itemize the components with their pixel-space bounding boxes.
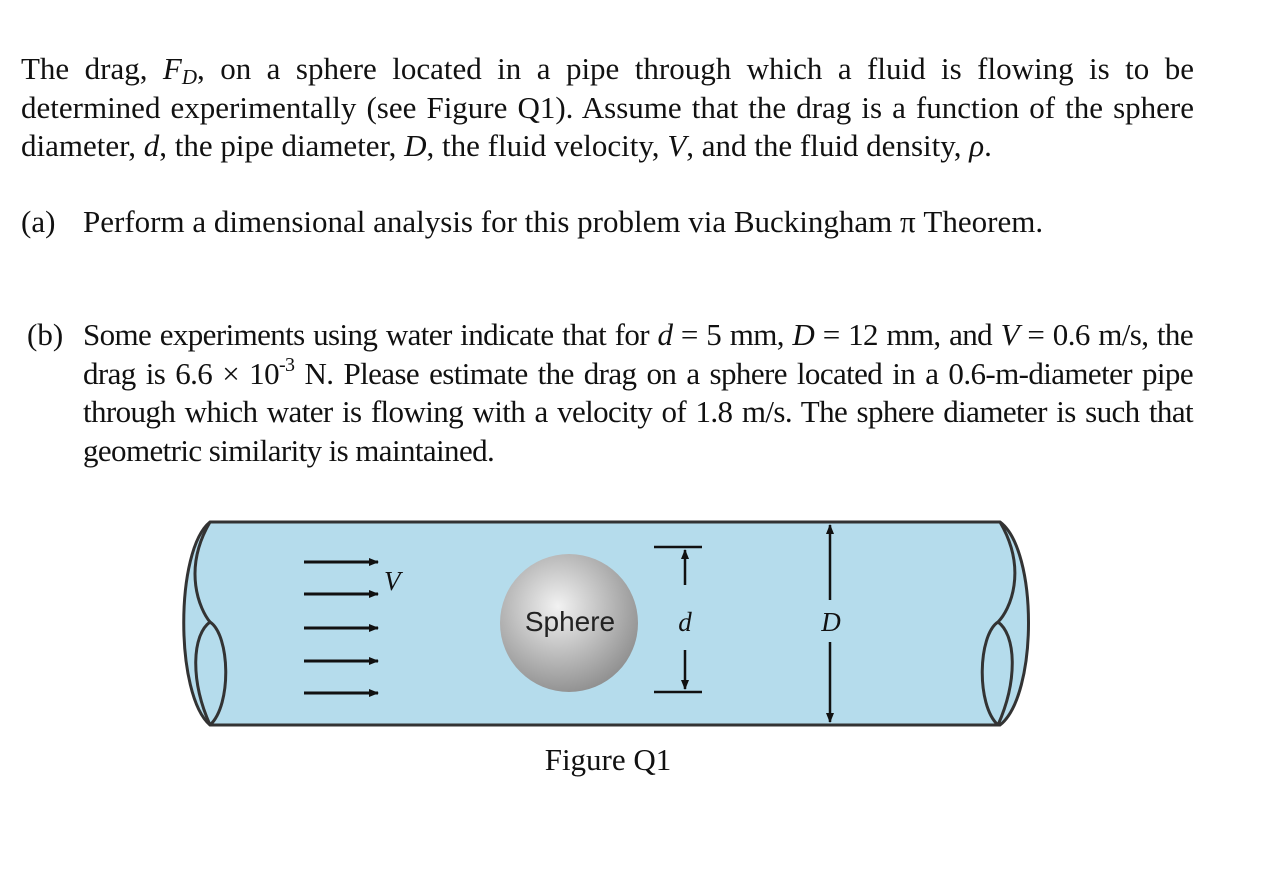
pipe-right-lobe [980, 620, 1000, 727]
pipe-left-lobe [208, 620, 228, 727]
question-a-label: (a) [21, 204, 56, 239]
sphere [500, 554, 638, 692]
pipe-diameter-label: D [820, 607, 841, 637]
question-b-text: Some experiments using water indicate th… [83, 317, 1194, 468]
flow-arrows [304, 558, 379, 697]
question-b-label: (b) [27, 317, 64, 352]
velocity-label: V [384, 566, 404, 596]
drag-symbol: FD [162, 51, 198, 89]
sphere-diameter-dimension [654, 545, 702, 694]
question-a-text: Perform a dimensional analysis for this … [83, 204, 1044, 239]
question-a: (a) Perform a dimensional analysis for th… [21, 203, 1221, 241]
sphere-label: Sphere [525, 606, 615, 637]
pipe-figure: V Sphere d D [182, 520, 1030, 727]
figure-caption: Figure Q1 [544, 742, 672, 777]
problem-intro: The drag, FD, on a sphere located in a p… [21, 51, 1194, 163]
sphere-diameter-label: d [678, 607, 692, 637]
